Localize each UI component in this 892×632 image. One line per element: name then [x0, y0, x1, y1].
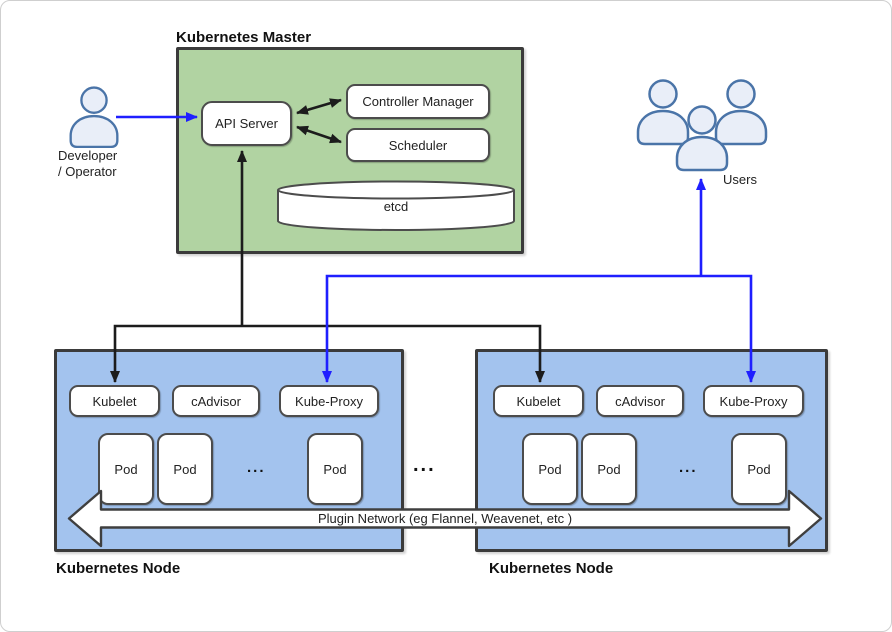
- developer-label-line1: Developer: [58, 148, 118, 163]
- scheduler-box: Scheduler: [346, 128, 490, 162]
- users-icon: [636, 79, 768, 172]
- developer-icon: [69, 86, 119, 148]
- pods-ellipsis-right: ...: [679, 459, 698, 476]
- master-title: Kubernetes Master: [176, 29, 312, 46]
- kubelet-box-right: Kubelet: [493, 385, 584, 417]
- users-label: Users: [723, 172, 757, 187]
- pod-box: Pod: [98, 433, 154, 505]
- etcd-cylinder-icon: [277, 180, 515, 231]
- cadvisor-box-left: cAdvisor: [172, 385, 260, 417]
- etcd-label: etcd: [383, 199, 409, 214]
- pod-box: Pod: [522, 433, 578, 505]
- kube-proxy-box-right: Kube-Proxy: [703, 385, 804, 417]
- pod-box: Pod: [307, 433, 363, 505]
- kube-proxy-box-left: Kube-Proxy: [279, 385, 379, 417]
- controller-manager-box: Controller Manager: [346, 84, 490, 119]
- api-server-box: API Server: [201, 101, 292, 146]
- cadvisor-box-right: cAdvisor: [596, 385, 684, 417]
- kubelet-box-left: Kubelet: [69, 385, 160, 417]
- nodes-ellipsis: ...: [413, 454, 436, 476]
- developer-label-line2: / Operator: [58, 164, 117, 179]
- pod-box: Pod: [157, 433, 213, 505]
- node-title-right: Kubernetes Node: [489, 560, 614, 577]
- pods-ellipsis-left: ...: [247, 459, 266, 476]
- pod-box: Pod: [581, 433, 637, 505]
- node-title-left: Kubernetes Node: [56, 560, 181, 577]
- plugin-network-label: Plugin Network (eg Flannel, Weavenet, et…: [317, 511, 573, 526]
- pod-box: Pod: [731, 433, 787, 505]
